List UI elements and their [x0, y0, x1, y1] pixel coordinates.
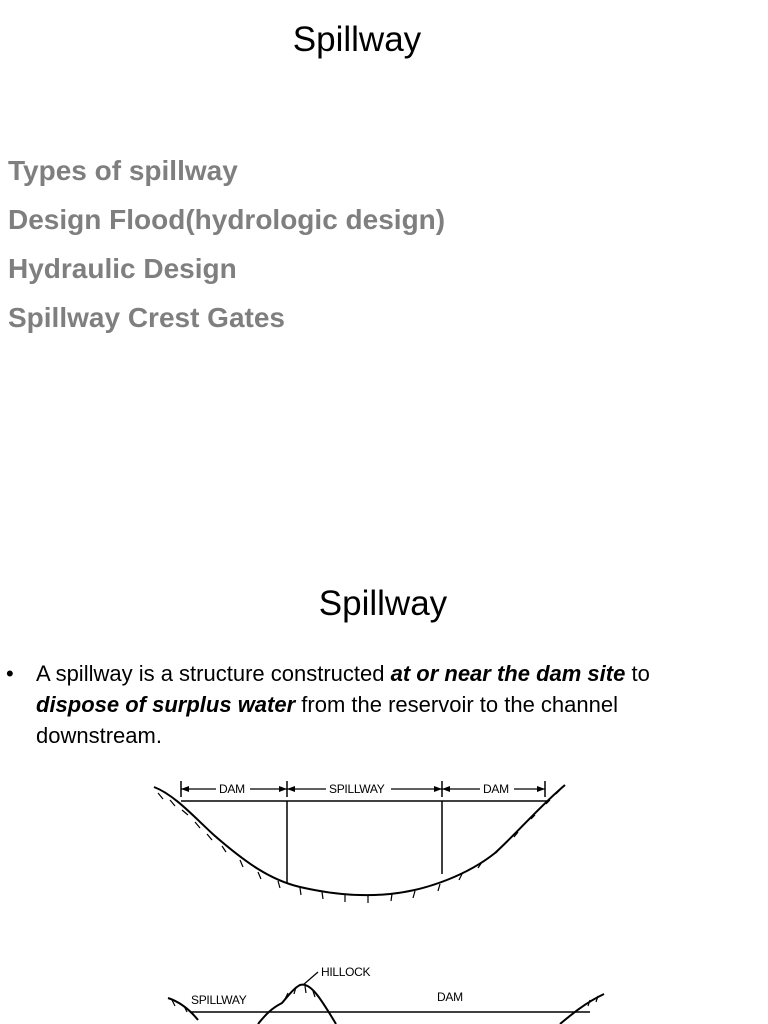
slide-2: Spillway • A spillway is a structure con…	[0, 512, 768, 1024]
label-dam-right: DAM	[483, 782, 509, 796]
bullet-text-part: A spillway is a structure constructed	[36, 661, 391, 686]
bullet-emphasis: at or near the dam site	[390, 661, 626, 686]
valley-ground-line	[153, 784, 566, 897]
label-dam-left: DAM	[219, 782, 245, 796]
spillway-diagram: DAM SPILLWAY DAM HILLOCK SPILLWAY DAM	[153, 781, 605, 1024]
bullet-dot-icon: •	[6, 661, 14, 686]
hillock-section-diagram	[167, 971, 605, 1024]
label-hillock: HILLOCK	[321, 965, 371, 979]
topic-item: Types of spillway	[8, 155, 238, 186]
topic-item: Hydraulic Design	[8, 253, 237, 284]
bullet-text-part: from the reservoir to the channel downst…	[36, 692, 618, 748]
ground-line-right	[559, 993, 605, 1024]
bullet-text-part: to	[625, 661, 650, 686]
slide-1-title: Spillway	[292, 20, 422, 59]
label-dam: DAM	[437, 990, 463, 1004]
bullet-text: A spillway is a structure constructed at…	[36, 658, 706, 751]
topic-item: Design Flood(hydrologic design)	[8, 204, 446, 235]
topic-item: Spillway Crest Gates	[8, 302, 286, 333]
slide-1: Spillway Types of spillway Design Flood(…	[8, 20, 445, 342]
ground-hatching	[171, 985, 599, 1013]
bullet-emphasis: dispose of surplus water	[36, 692, 296, 717]
slide-2-title: Spillway	[318, 584, 448, 623]
definition-bullet: • A spillway is a structure constructed …	[6, 658, 706, 751]
topic-list: Types of spillway Design Flood(hydrologi…	[8, 146, 445, 342]
hillock-outline	[257, 983, 337, 1024]
ground-hatching	[157, 789, 561, 903]
hillock-leader-line	[302, 971, 319, 986]
valley-section-diagram	[153, 781, 566, 903]
label-spillway: SPILLWAY	[329, 782, 385, 796]
label-spillway: SPILLWAY	[191, 993, 247, 1007]
